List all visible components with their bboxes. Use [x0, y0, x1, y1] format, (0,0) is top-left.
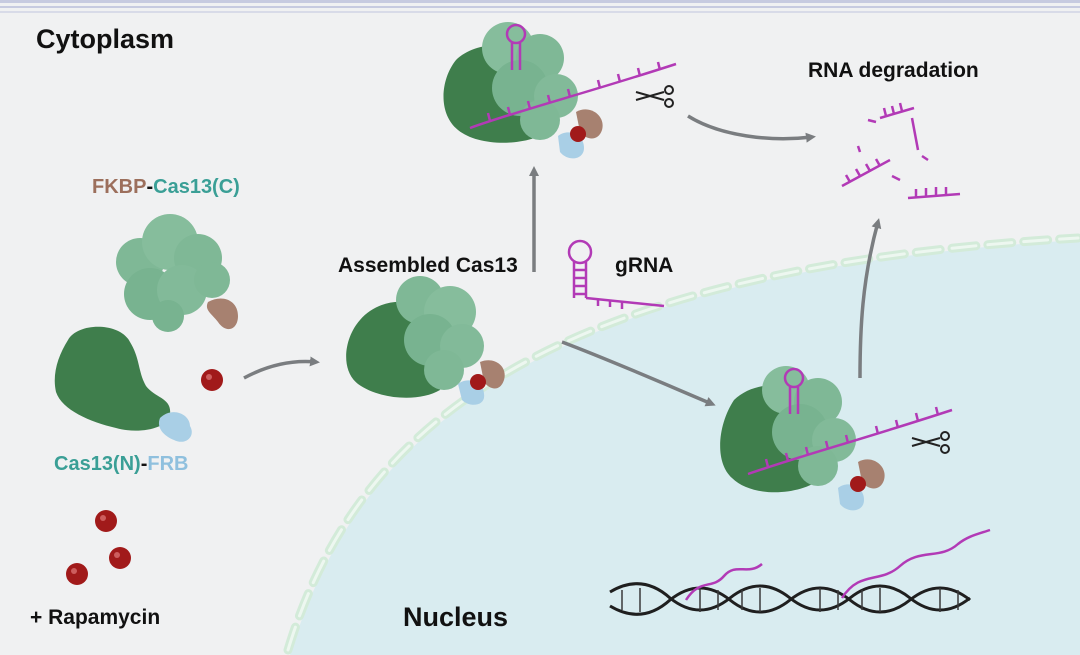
cytoplasm-cas13-rna-complex	[443, 22, 677, 159]
fkbp-protein	[206, 298, 238, 330]
fkbp-cas13c-label: FKBP-Cas13(C)	[92, 176, 240, 199]
cytoplasm-label: Cytoplasm	[36, 24, 175, 54]
rna-degradation-label: RNA degradation	[808, 59, 979, 82]
frb-protein	[158, 412, 192, 442]
rna-fragments	[841, 102, 961, 200]
nucleus-region	[290, 240, 1080, 655]
scissors-icon	[911, 431, 950, 454]
cas13c-label: Cas13(C)	[153, 176, 240, 198]
fkbp-label: FKBP	[92, 176, 147, 198]
assembled-cas13-complex	[346, 276, 505, 405]
nucleus-cas13-rna-complex	[720, 366, 953, 511]
frb-label: FRB	[147, 453, 189, 475]
grna-label: gRNA	[615, 254, 674, 277]
assembled-cas13-label: Assembled Cas13	[338, 254, 518, 277]
cas13-n-protein	[54, 326, 171, 431]
cas13-c-protein	[116, 214, 230, 332]
cas13n-label: Cas13(N)	[54, 453, 141, 475]
label-dash: -	[140, 453, 148, 475]
dna-helix-icon	[609, 582, 971, 616]
cas13n-frb-label: Cas13(N)-FRB	[54, 453, 188, 476]
transcribed-rna	[684, 528, 991, 601]
scissors-icon	[635, 85, 674, 108]
rapamycin-label: + Rapamycin	[30, 606, 161, 629]
pathway-arrows	[243, 114, 882, 407]
label-dash: -	[146, 176, 154, 198]
rapamycin-molecules	[66, 369, 223, 585]
grna-hairpin-icon	[567, 239, 665, 309]
nucleus-label: Nucleus	[403, 602, 509, 632]
top-border	[0, 0, 1080, 13]
